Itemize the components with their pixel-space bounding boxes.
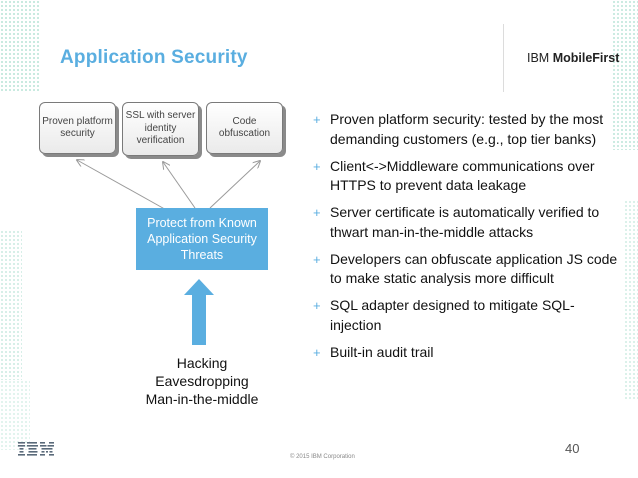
bullet-item: + Server certificate is automatically ver… (313, 203, 623, 242)
protect-box: Protect from Known Application Security … (136, 208, 268, 270)
bullet-list: + Proven platform security: tested by the… (313, 110, 623, 370)
bullet-marker: + (313, 344, 321, 360)
bullet-text: SQL adapter designed to mitigate SQL-inj… (330, 297, 575, 333)
feature-box-label: Code obfuscation (218, 115, 271, 140)
decorative-dots-bottom-left (0, 380, 30, 450)
header-divider (503, 24, 504, 92)
bullet-item: + SQL adapter designed to mitigate SQL-in… (313, 296, 623, 335)
bullet-marker: + (313, 158, 321, 174)
bullet-marker: + (313, 112, 321, 127)
ibm-logo-icon (18, 442, 54, 456)
decorative-dots-mid-left (0, 230, 22, 380)
bullet-item: + Developers can obfuscate application JS… (313, 250, 623, 289)
decorative-dots-mid-right (624, 200, 638, 400)
copyright-text: © 2015 IBM Corporation (290, 454, 355, 460)
bullet-item: + Client<->Middleware communications over… (313, 157, 623, 196)
decorative-dots-top-left (0, 0, 40, 92)
brand-product: MobileFirst (552, 51, 620, 65)
connector-arrow-center (163, 162, 196, 209)
feature-box-platform-security: Proven platform security (39, 102, 116, 154)
protect-box-label: Protect from Known Application Security … (147, 216, 257, 262)
decorative-dots-top-right (612, 0, 638, 150)
page-number: 40 (565, 441, 580, 456)
threats-list: Hacking Eavesdropping Man-in-the-middle (132, 354, 272, 408)
bullet-item: + Proven platform security: tested by the… (313, 110, 623, 149)
slide-title: Application Security (60, 47, 248, 68)
brand-company: IBM (527, 51, 550, 65)
bullet-marker: + (313, 251, 321, 267)
bullet-text: Proven platform security: tested by the … (330, 111, 604, 147)
feature-box-ssl: SSL with server identity verification (122, 102, 199, 156)
bullet-text: Developers can obfuscate application JS … (330, 250, 618, 287)
up-arrow-icon (184, 279, 214, 345)
brand-logo: IBM MobileFirst (527, 51, 619, 65)
bullet-text: Server certificate is automatically veri… (330, 204, 600, 240)
feature-box-obfuscation: Code obfuscation (206, 102, 283, 154)
connector-arrow-left (77, 160, 171, 213)
bullet-text: Built-in audit trail (330, 343, 434, 360)
bullet-item: + Built-in audit trail (313, 343, 623, 363)
bullet-text: Client<->Middleware communications over … (330, 157, 595, 194)
connector-arrow-right (209, 161, 260, 209)
feature-box-label: SSL with server identity verification (125, 110, 196, 147)
threat-item: Man-in-the-middle (145, 391, 259, 407)
threat-item: Hacking (176, 355, 228, 371)
threat-item: Eavesdropping (155, 373, 249, 389)
feature-box-label: Proven platform security (42, 115, 113, 140)
bullet-marker: + (313, 298, 321, 313)
bullet-marker: + (313, 205, 321, 220)
